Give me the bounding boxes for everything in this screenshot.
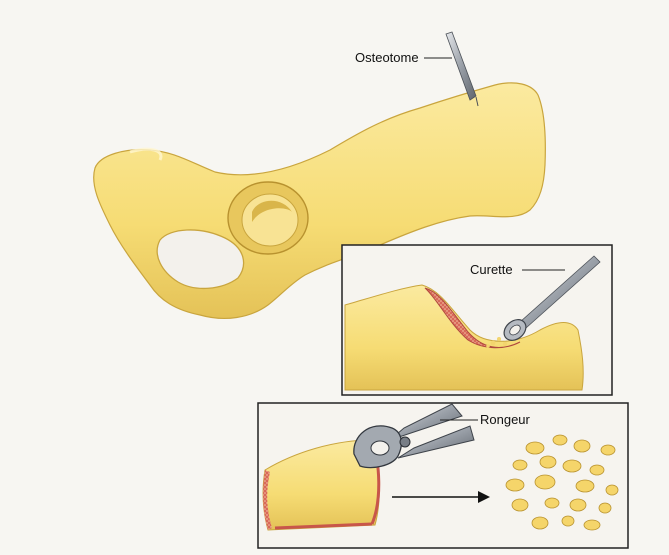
label-curette: Curette (470, 262, 513, 277)
rongeur-detail-panel: Rongeur (258, 403, 628, 548)
curette-detail-panel: Curette (342, 245, 612, 395)
acetabulum (228, 182, 308, 254)
label-rongeur: Rongeur (480, 412, 531, 427)
label-osteotome: Osteotome (355, 50, 419, 65)
